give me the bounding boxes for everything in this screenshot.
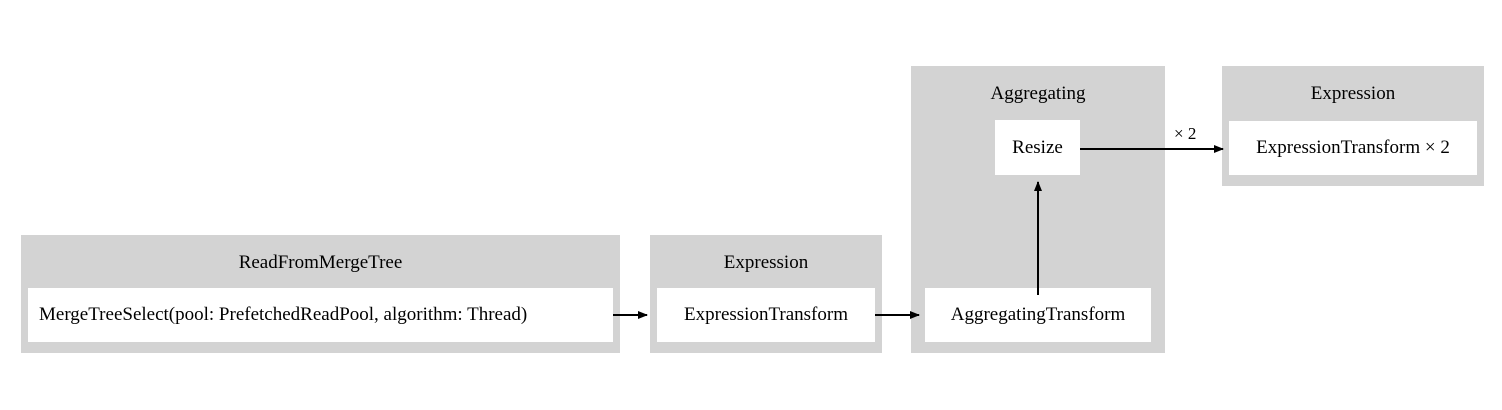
node-aggregating-transform[interactable]: AggregatingTransform xyxy=(925,288,1151,342)
node-merge-tree-select[interactable]: MergeTreeSelect(pool: PrefetchedReadPool… xyxy=(28,288,613,342)
node-expression-transform[interactable]: ExpressionTransform xyxy=(657,288,875,342)
node-label-resize: Resize xyxy=(1012,136,1063,158)
cluster-title-read-from-merge-tree: ReadFromMergeTree xyxy=(238,252,403,273)
cluster-title-aggregating: Aggregating xyxy=(990,83,1086,104)
edge-label-resize-to-expression-x2: × 2 xyxy=(1174,124,1197,143)
cluster-title-expression-2: Expression xyxy=(1310,83,1396,104)
cluster-title-expression-1: Expression xyxy=(723,252,809,273)
edge-expression-transform-to-aggregating-transform xyxy=(875,300,935,330)
node-resize[interactable]: Resize xyxy=(995,120,1080,175)
node-label-aggregating-transform: AggregatingTransform xyxy=(950,304,1126,325)
node-label-merge-tree-select: MergeTreeSelect(pool: PrefetchedReadPool… xyxy=(39,304,528,325)
node-expression-transform-x2[interactable]: ExpressionTransform × 2 xyxy=(1229,121,1477,175)
node-label-expression-transform-x2: ExpressionTransform × 2 xyxy=(1256,137,1450,158)
edge-resize-to-expression-transform-x2 xyxy=(1080,134,1240,164)
edge-merge-tree-select-to-expression-transform xyxy=(613,300,663,330)
edge-aggregating-transform-to-resize xyxy=(1028,170,1052,295)
node-label-expression-transform: ExpressionTransform xyxy=(684,304,848,325)
